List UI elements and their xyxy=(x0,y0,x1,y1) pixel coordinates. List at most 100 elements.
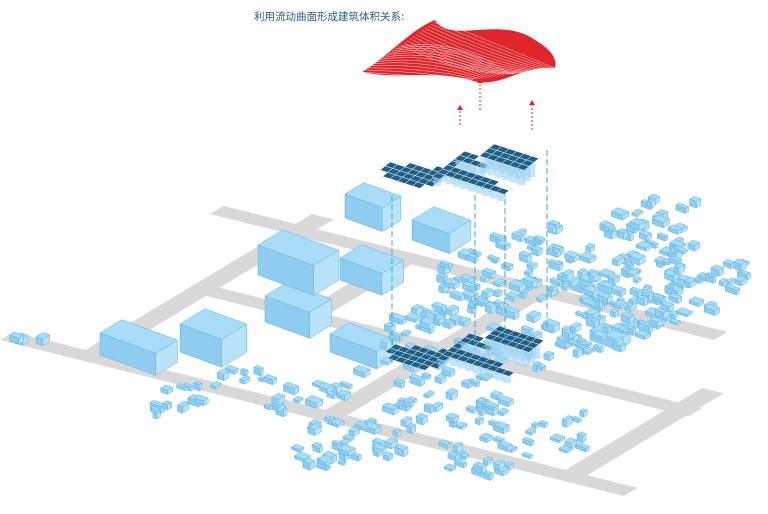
small-building xyxy=(421,372,432,377)
small-building xyxy=(457,316,472,324)
small-building xyxy=(569,321,582,329)
mass-wall xyxy=(532,341,541,359)
small-building xyxy=(710,264,725,271)
small-building xyxy=(476,298,491,305)
small-building xyxy=(150,406,160,411)
mass-wall xyxy=(522,349,531,367)
small-building xyxy=(474,416,485,421)
small-building xyxy=(455,421,468,428)
small-building xyxy=(263,403,273,408)
small-building xyxy=(584,307,601,316)
mass-wall xyxy=(502,162,511,181)
small-building xyxy=(609,308,620,313)
small-building xyxy=(493,459,506,466)
small-building xyxy=(331,439,342,445)
mass-wall xyxy=(458,358,467,369)
small-building xyxy=(453,458,468,465)
small-building xyxy=(632,276,642,281)
mass-wall xyxy=(475,183,484,194)
small-building xyxy=(473,461,487,468)
small-building xyxy=(492,299,505,305)
small-building xyxy=(492,278,507,285)
small-building xyxy=(495,240,511,248)
small-building xyxy=(625,268,641,276)
small-building xyxy=(616,228,629,234)
small-building xyxy=(477,407,486,412)
small-building xyxy=(572,346,584,352)
mass-wall xyxy=(445,174,454,185)
mass-cell xyxy=(496,187,510,195)
small-building xyxy=(579,408,588,413)
small-building xyxy=(337,459,347,464)
small-building xyxy=(311,441,323,447)
surface-line xyxy=(403,42,518,74)
mass-wall xyxy=(470,163,479,181)
small-building xyxy=(673,245,688,252)
small-building xyxy=(423,402,435,408)
small-building xyxy=(302,457,316,464)
mass-wall xyxy=(468,342,476,361)
small-building xyxy=(449,289,466,297)
small-building xyxy=(460,289,479,298)
small-building xyxy=(8,331,24,339)
small-building xyxy=(668,318,681,324)
small-building xyxy=(423,344,435,350)
small-building xyxy=(160,384,174,391)
small-building xyxy=(567,276,579,283)
small-building xyxy=(612,336,624,343)
surface-line xyxy=(373,62,484,79)
small-building xyxy=(447,450,461,457)
small-building xyxy=(271,392,286,400)
small-building xyxy=(363,421,382,430)
large-building xyxy=(339,244,405,274)
small-building xyxy=(292,395,304,402)
surface-line xyxy=(418,32,535,72)
surface-line xyxy=(424,28,542,71)
small-building xyxy=(338,439,349,445)
small-building xyxy=(382,451,394,457)
small-building xyxy=(282,381,300,390)
small-building xyxy=(672,279,687,286)
mass-wall xyxy=(487,368,496,379)
small-building xyxy=(239,375,251,382)
large-building xyxy=(99,319,179,354)
small-building xyxy=(576,431,587,437)
small-building xyxy=(534,235,547,241)
surface-line xyxy=(412,36,528,73)
small-building xyxy=(182,382,194,388)
small-building xyxy=(561,329,574,335)
mass-wall xyxy=(527,345,536,363)
small-building xyxy=(635,240,653,249)
mass-cell xyxy=(416,363,431,371)
small-building xyxy=(466,252,479,259)
mass-cell xyxy=(516,163,530,171)
small-building xyxy=(612,299,628,307)
small-building xyxy=(452,275,462,280)
small-building xyxy=(548,283,560,289)
small-building xyxy=(592,343,604,349)
large-building xyxy=(264,282,332,313)
small-building xyxy=(194,394,209,402)
small-building xyxy=(733,258,747,265)
small-building xyxy=(452,441,464,448)
surface-line xyxy=(400,44,515,75)
mass-wall xyxy=(487,157,496,176)
small-building xyxy=(734,275,748,282)
small-building xyxy=(445,304,460,312)
mass-wall xyxy=(465,361,474,371)
mass-wall xyxy=(480,155,489,173)
road xyxy=(552,388,724,484)
small-building xyxy=(577,268,587,274)
small-building xyxy=(598,268,616,277)
small-building xyxy=(404,341,415,347)
mass-wall xyxy=(433,175,442,186)
small-building xyxy=(652,293,665,299)
mass-wall xyxy=(507,344,516,363)
large-building xyxy=(179,308,248,340)
building-mass-ground xyxy=(384,325,545,383)
small-building xyxy=(460,379,473,385)
surface-line xyxy=(382,54,494,77)
small-building xyxy=(687,239,701,247)
projection-guide-lines xyxy=(391,150,548,365)
surface-line xyxy=(364,69,474,80)
